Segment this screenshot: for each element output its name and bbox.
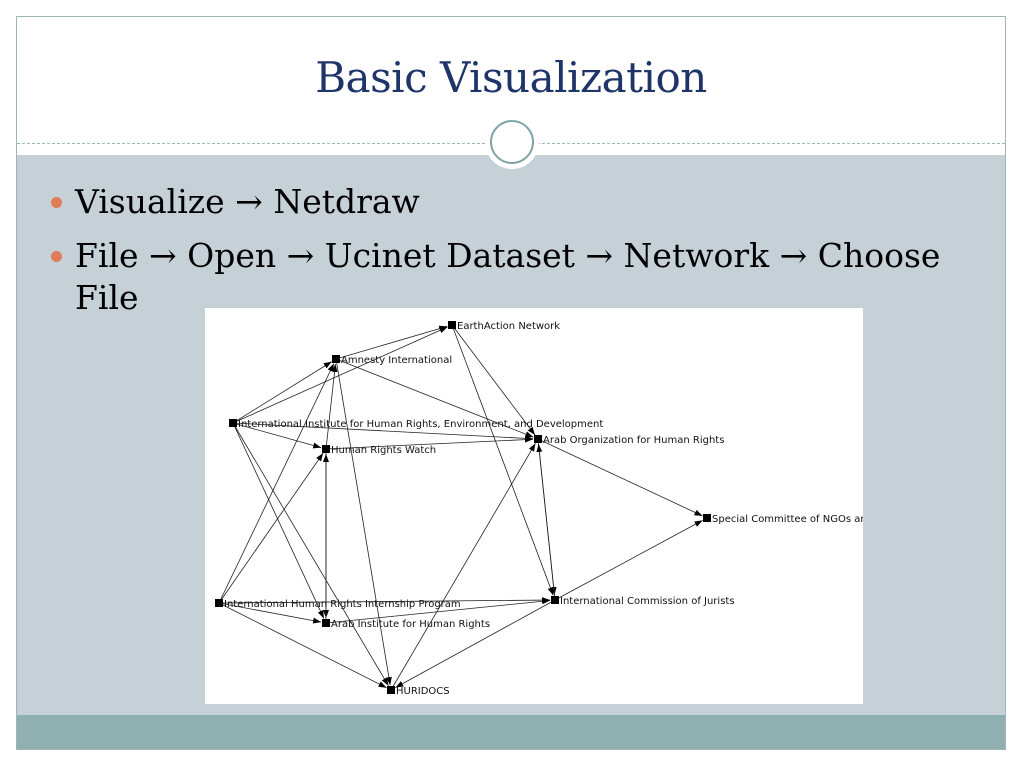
node-label-hrw: Human Rights Watch <box>331 445 436 456</box>
node-square-icon[interactable] <box>322 445 330 453</box>
edge-huridocs-aohr <box>390 443 536 691</box>
edge-iihred-aihr <box>232 422 325 619</box>
network-node-aohr[interactable]: Arab Organization for Human Rights <box>534 435 724 446</box>
bullet-item-1: Visualize → Netdraw <box>47 181 987 223</box>
node-square-icon[interactable] <box>332 355 340 363</box>
edge-amnesty-earthaction <box>335 325 448 360</box>
edge-amnesty-aohr <box>335 358 534 438</box>
footer-band <box>17 715 1005 749</box>
edge-iihred-amnesty <box>232 361 332 424</box>
edge-iihred-earthaction <box>232 326 448 424</box>
node-square-icon[interactable] <box>387 686 395 694</box>
bullet-list: Visualize → Netdraw File → Open → Ucinet… <box>47 181 987 331</box>
edge-iihred-huridocs <box>232 422 389 686</box>
bullet-dot-icon <box>51 251 62 262</box>
network-node-aihr[interactable]: Arab Institute for Human Rights <box>322 619 490 630</box>
network-node-ihrip[interactable]: International Human Rights Internship Pr… <box>215 599 461 610</box>
edge-layer <box>218 324 703 691</box>
edge-ihrip-huridocs <box>218 602 387 689</box>
edge-iihred-aohr <box>232 422 534 442</box>
edge-ihrip-hrw <box>218 452 324 604</box>
edge-icj-aohr <box>536 443 556 601</box>
network-node-hrw[interactable]: Human Rights Watch <box>322 445 436 456</box>
edge-icj-scngo <box>554 520 703 601</box>
node-square-icon[interactable] <box>703 514 711 522</box>
network-node-iihred[interactable]: International Institute for Human Rights… <box>229 419 603 430</box>
edge-amnesty-huridocs <box>335 358 392 686</box>
edge-earthaction-aohr <box>451 324 536 436</box>
node-label-earthaction: EarthAction Network <box>457 321 560 332</box>
node-label-icj: International Commission of Jurists <box>560 596 735 607</box>
network-node-huridocs[interactable]: HURIDOCS <box>387 686 450 697</box>
bullet-text-1: Visualize → Netdraw <box>75 182 420 221</box>
node-square-icon[interactable] <box>534 435 542 443</box>
edge-iihred-hrw <box>232 422 322 449</box>
network-node-amnesty[interactable]: Amnesty International <box>332 355 452 366</box>
edge-ihrip-amnesty <box>218 363 335 604</box>
slide: Basic Visualization Visualize → Netdraw … <box>16 16 1006 750</box>
edge-hrw-amnesty <box>325 363 338 450</box>
bullet-item-2: File → Open → Ucinet Dataset → Network →… <box>47 235 987 319</box>
divider-ring-inner-icon <box>490 120 534 164</box>
node-square-icon[interactable] <box>229 419 237 427</box>
node-label-iihred: International Institute for Human Rights… <box>238 419 603 430</box>
node-label-scngo: Special Committee of NGOs and <box>712 514 863 525</box>
edge-icj-huridocs <box>395 599 556 688</box>
node-label-ihrip: International Human Rights Internship Pr… <box>224 599 461 610</box>
edge-hrw-aohr <box>325 436 534 450</box>
node-square-icon[interactable] <box>215 599 223 607</box>
node-label-huridocs: HURIDOCS <box>396 686 450 697</box>
network-node-icj[interactable]: International Commission of Jurists <box>551 596 735 607</box>
edge-ihrip-icj <box>218 597 551 604</box>
bullet-text-2: File → Open → Ucinet Dataset → Network →… <box>75 236 941 317</box>
edge-ihrip-aihr <box>218 602 322 624</box>
node-square-icon[interactable] <box>322 619 330 627</box>
node-label-amnesty: Amnesty International <box>341 355 452 366</box>
node-square-icon[interactable] <box>448 321 456 329</box>
edge-aohr-scngo <box>537 438 703 517</box>
edge-earthaction-icj <box>451 324 554 596</box>
node-label-aohr: Arab Organization for Human Rights <box>543 435 724 446</box>
network-node-scngo[interactable]: Special Committee of NGOs and <box>703 514 863 525</box>
slide-title: Basic Visualization <box>315 53 707 102</box>
node-label-aihr: Arab Institute for Human Rights <box>331 619 490 630</box>
edge-aihr-icj <box>325 598 551 624</box>
network-node-earthaction[interactable]: EarthAction Network <box>448 321 560 332</box>
node-square-icon[interactable] <box>551 596 559 604</box>
bullet-dot-icon <box>51 197 62 208</box>
